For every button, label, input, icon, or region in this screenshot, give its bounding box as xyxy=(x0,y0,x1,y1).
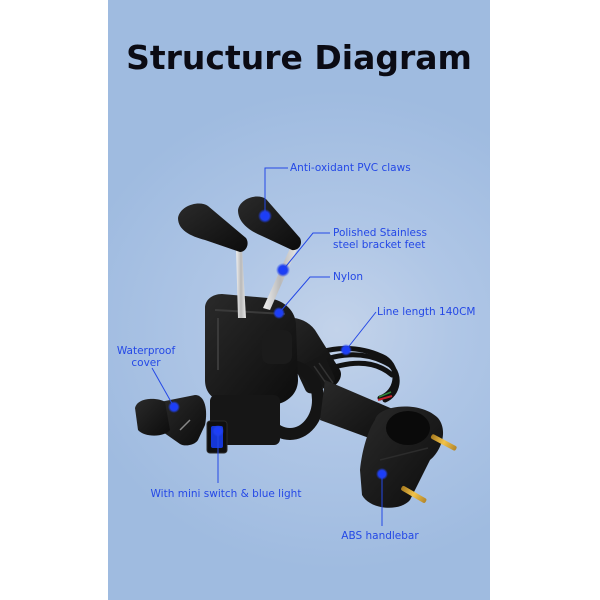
callout-abs-handlebar: ABS handlebar xyxy=(341,530,419,542)
dot-claw xyxy=(258,209,272,223)
callout-bracket-feet: Polished Stainless steel bracket feet xyxy=(333,227,427,251)
dot-cover xyxy=(168,401,180,413)
dot-handlebar xyxy=(376,468,388,480)
callout-claws: Anti-oxidant PVC claws xyxy=(290,162,411,174)
callout-line-length: Line length 140CM xyxy=(377,306,476,318)
callout-dots xyxy=(168,209,388,480)
callout-cover-line1: Waterproof xyxy=(116,345,176,357)
callout-waterproof-cover: Waterproof cover xyxy=(112,345,180,369)
dot-usb xyxy=(212,425,224,437)
handlebar-mount xyxy=(360,406,457,508)
bracket-feet xyxy=(236,244,298,318)
page-title: Structure Diagram xyxy=(126,38,472,77)
callout-nylon: Nylon xyxy=(333,271,364,283)
callout-bracket-line2: steel bracket feet xyxy=(333,239,426,251)
leader-lines xyxy=(151,167,383,526)
claw xyxy=(178,196,302,252)
callout-mini-switch: With mini switch & blue light xyxy=(150,488,302,500)
dot-nylon xyxy=(273,307,285,319)
dot-cable xyxy=(340,344,352,356)
callout-bracket-line1: Polished Stainless xyxy=(333,227,427,239)
callout-cover-line2: cover xyxy=(131,357,161,369)
dot-bracket xyxy=(276,263,290,277)
